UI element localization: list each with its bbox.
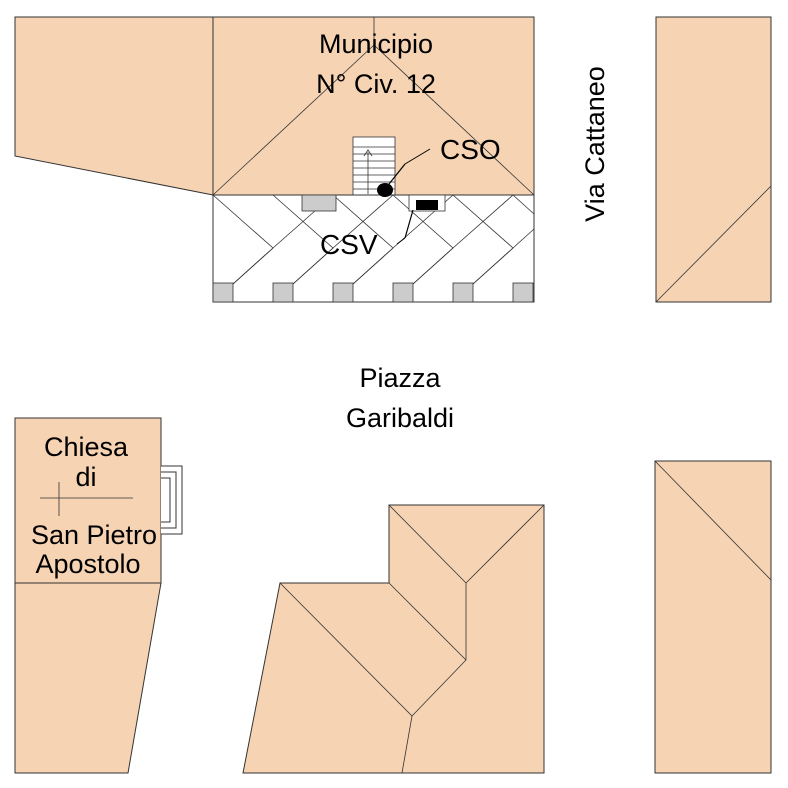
civic-number-label: N° Civ. 12 <box>316 69 436 99</box>
municipio-label: Municipio <box>319 29 433 59</box>
building-right-top <box>655 16 772 303</box>
building-bottom-middle <box>242 504 545 774</box>
building-top-left <box>14 16 214 196</box>
cso-marker[interactable] <box>377 148 431 197</box>
csv-marker[interactable] <box>396 200 438 245</box>
building-bottom-left <box>14 582 162 774</box>
building-right-bottom <box>654 460 772 774</box>
portico <box>212 194 535 303</box>
square-label-line2: Garibaldi <box>346 403 454 433</box>
church-label-line3: San Pietro <box>31 520 157 550</box>
church-label-line1: Chiesa <box>44 432 129 462</box>
street-label-via-cattaneo: Via Cattaneo <box>580 66 610 222</box>
church-san-pietro[interactable] <box>14 417 183 584</box>
church-label-line4: Apostolo <box>35 549 140 579</box>
square-label-line1: Piazza <box>359 363 441 393</box>
cso-label: CSO <box>440 134 501 165</box>
csv-label: CSV <box>320 229 378 260</box>
church-label-line2: di <box>75 462 96 492</box>
